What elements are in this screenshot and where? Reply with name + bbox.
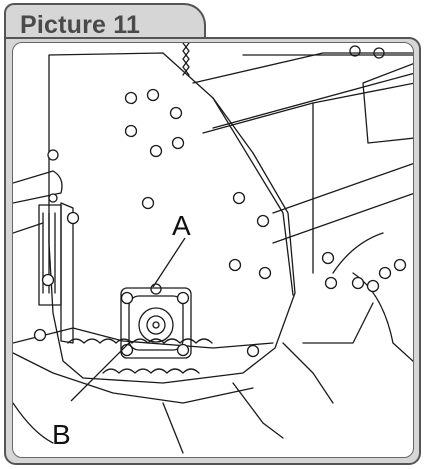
figure-title: Picture 11: [20, 11, 141, 39]
figure-tab: Picture 11: [4, 3, 206, 39]
callout-b: B: [52, 419, 71, 450]
illustration-panel: [12, 42, 414, 458]
callout-a: A: [172, 210, 191, 241]
rotary-tiller-side-plate-illustration: [13, 43, 413, 454]
